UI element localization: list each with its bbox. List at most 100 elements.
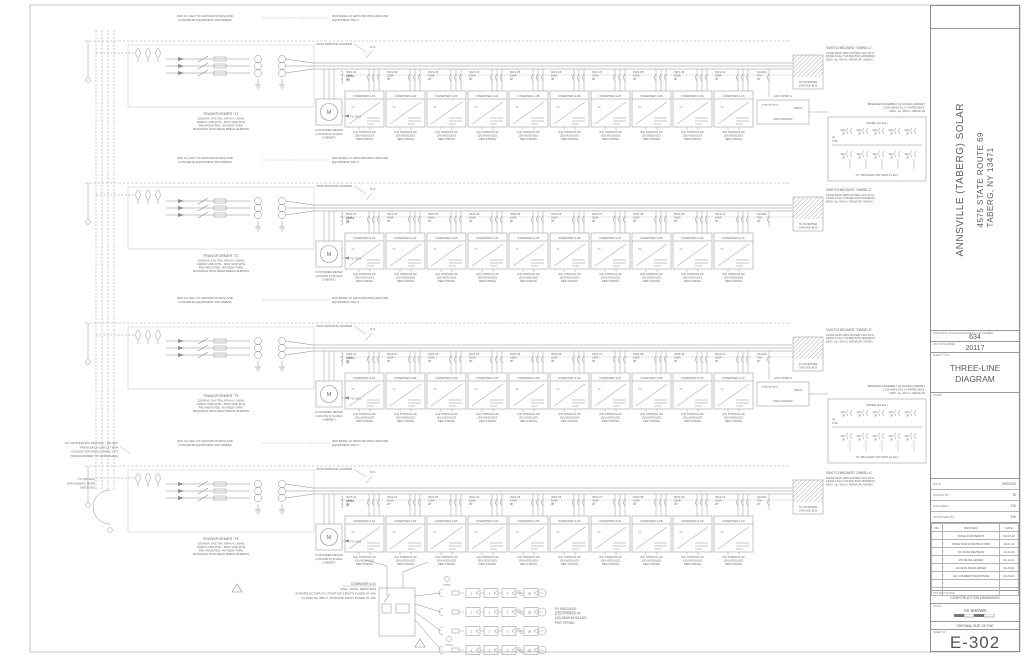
strings-label: (14) STRINGS OF xyxy=(353,130,376,134)
inverter-diagonal xyxy=(389,243,422,267)
motor-breaker-rating: 2P xyxy=(890,157,893,160)
fuse xyxy=(213,338,227,344)
scada-breaker-label: 2P xyxy=(757,359,761,363)
ac-symbol: ~ xyxy=(679,530,683,536)
breaker-arc xyxy=(659,215,662,224)
breaker-arc xyxy=(664,498,667,507)
motor-breaker-rating: 30A xyxy=(857,153,862,156)
elbow-arrow xyxy=(178,496,184,500)
inverter-breaker-rating: 3P xyxy=(346,359,350,363)
strings-label: (14) STRINGS OF xyxy=(394,412,417,416)
elbow-arrow xyxy=(178,346,184,350)
transformer-enclosure xyxy=(127,469,315,533)
rev-no: - xyxy=(931,539,943,548)
breaker-arc xyxy=(741,215,744,224)
strings-label: (14) STRINGS OF xyxy=(476,555,499,559)
transformer-spec: PAD-MOUNTED, HV FEED-THRU xyxy=(199,266,243,270)
ground-bus-hatch xyxy=(793,55,823,77)
breaker-arc xyxy=(531,498,534,507)
strings-label: (26) MODULES xyxy=(478,416,498,420)
meter-box xyxy=(315,98,343,126)
inverter-box xyxy=(713,515,754,553)
title-block-top xyxy=(931,6,1019,29)
breaker-arc xyxy=(850,150,853,158)
breaker-arc xyxy=(459,215,462,224)
switch-blade xyxy=(197,69,209,77)
breaker-arc xyxy=(898,127,901,135)
inverter-breaker-id: INV3-04 xyxy=(469,352,480,356)
motor-breaker-rating: 30A xyxy=(873,153,878,156)
transformer-enclosure xyxy=(127,326,315,390)
neutral-note: FROM EACH CIRCUIT MV# xyxy=(80,445,118,449)
inverter-name: INVERTER 4-10 xyxy=(723,519,745,523)
gec-note: #4/0 CU GEC TO GROUND ROD(S) AND xyxy=(177,439,234,443)
project-name: ANNSVILLE (TABERG) SOLAR xyxy=(954,102,966,257)
combiner-name: COMBINER 4-01 xyxy=(351,582,376,586)
ac-symbol: ~ xyxy=(720,105,724,111)
inverter-box xyxy=(549,515,590,553)
pv-module-box xyxy=(483,645,499,655)
breaker-arc xyxy=(495,498,498,507)
switchboard-name: SWITCHBOARD 'SWBD-3' xyxy=(826,328,872,332)
wm-job-label: WM JOB NUMBER xyxy=(933,343,956,346)
aux-xfmr-spec: 600V-240/120V xyxy=(773,399,792,403)
meter-label: CABINET) xyxy=(322,278,336,282)
switch-blade xyxy=(197,204,209,212)
ac-symbol: ~ xyxy=(679,247,683,253)
aux-xfmr-spec: 30kVA xyxy=(794,388,802,392)
strings-label: PER STRING xyxy=(397,137,414,141)
switchboard-spec: 1600A MCB 100% RATED LSIG ETU, xyxy=(826,476,875,480)
primary-winding xyxy=(254,55,262,63)
inverter-breaker-id: INV2-02 xyxy=(387,212,398,216)
secondary-lead xyxy=(285,68,314,74)
inverter-diagonal xyxy=(635,243,668,267)
ground-bus-label: GROUND BUS xyxy=(799,366,818,370)
inverter-breaker-rating: 3P xyxy=(469,77,473,81)
inverter-breaker-rating: 150A xyxy=(551,499,558,503)
tracker-motors-label: TO TRACKER MOTORS (5 EA.) xyxy=(855,173,898,177)
inverter-diagonal xyxy=(594,101,627,125)
breaker-arc xyxy=(850,127,853,135)
ground-ring-note: #4/0 BARE CU GROUND RING AROUND xyxy=(332,439,389,443)
revision-row-empty xyxy=(931,579,1019,588)
strings-label: (15) STRINGS OF xyxy=(517,272,540,276)
no-label: N.O. xyxy=(370,327,376,331)
fuse-cutout xyxy=(155,190,161,200)
inverter-breaker-rating: 3P xyxy=(551,359,555,363)
string-hook xyxy=(438,626,444,636)
main-breaker-rating: 3P xyxy=(346,504,350,508)
pv-module-number: 26 xyxy=(528,629,532,633)
pv-module-box xyxy=(501,626,517,636)
secondary-lead xyxy=(285,58,314,64)
ground-bus-hatch xyxy=(793,480,823,502)
breaker-arc xyxy=(894,150,897,158)
strings-label: (26) MODULES xyxy=(560,134,580,138)
breaker-arc xyxy=(541,355,544,364)
breaker-arc xyxy=(746,73,749,82)
inverter-breaker-rating: 3P xyxy=(510,359,514,363)
elbow-arrow xyxy=(178,206,184,210)
string-hook xyxy=(537,588,547,598)
inverter-breaker-id: INV3-05 xyxy=(510,352,521,356)
fuse-cutout xyxy=(145,473,151,483)
meter-label: (LOCATE IN SCADA xyxy=(316,132,343,136)
title-block: ANNSVILLE (TABERG) SOLAR 4575 STATE ROUT… xyxy=(930,5,1020,652)
strings-label: (26) MODULES xyxy=(355,276,375,280)
primary-winding xyxy=(254,344,262,352)
switchboard-spec: 1600A FULLY RATED BUS MINIMUM, xyxy=(826,336,876,340)
ac-symbol: ~ xyxy=(392,247,396,253)
module-diode xyxy=(493,628,498,634)
breaker-arc xyxy=(700,215,703,224)
breaker-arc xyxy=(413,215,416,224)
inverter-name: INVERTER 2-06 xyxy=(559,236,581,240)
strings-label: (26) MODULES xyxy=(642,276,662,280)
switch-blade xyxy=(197,197,209,205)
pad-row-2: #4/0 CU GEC TO GROUND ROD(S) ANDCONCRETE… xyxy=(85,156,876,283)
inverter-breaker-rating: 3P xyxy=(387,359,391,363)
inverter-breaker-id: INV1-07 xyxy=(592,70,603,74)
scale-box: SCALE AS SHOWN xyxy=(931,604,1019,622)
breaker-arc xyxy=(898,409,901,417)
inverter-breaker-rating: 3P xyxy=(674,77,678,81)
